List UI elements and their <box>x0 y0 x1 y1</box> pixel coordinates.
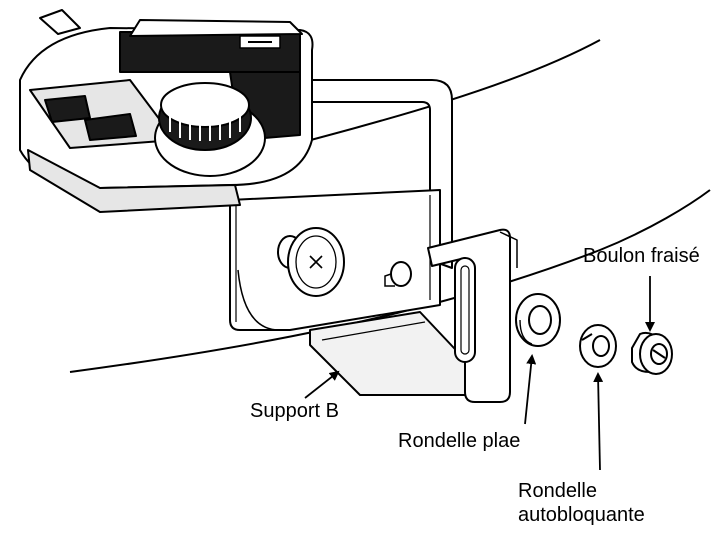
arrow-flat-washer <box>524 354 537 425</box>
screw-cross-icon <box>309 255 323 269</box>
leader-arrows <box>304 276 655 471</box>
arrow-support <box>304 370 340 399</box>
label-lock-washer: Rondelle autobloquante <box>518 479 645 527</box>
wheel-knob-icon <box>154 82 266 177</box>
mounted-screw <box>277 227 412 297</box>
label-support-b: Support B <box>250 400 339 422</box>
arrow-lock-washer <box>593 372 604 471</box>
label-countersunk-bolt: Boulon fraisé <box>583 245 700 267</box>
label-lock-washer-line1: Rondelle <box>518 480 597 502</box>
countersunk-bolt <box>631 331 673 375</box>
label-lock-washer-line2: autobloquante <box>518 504 645 526</box>
lock-washer <box>579 324 617 368</box>
label-flat-washer: Rondelle plae <box>398 430 521 452</box>
flat-washer <box>515 293 561 347</box>
